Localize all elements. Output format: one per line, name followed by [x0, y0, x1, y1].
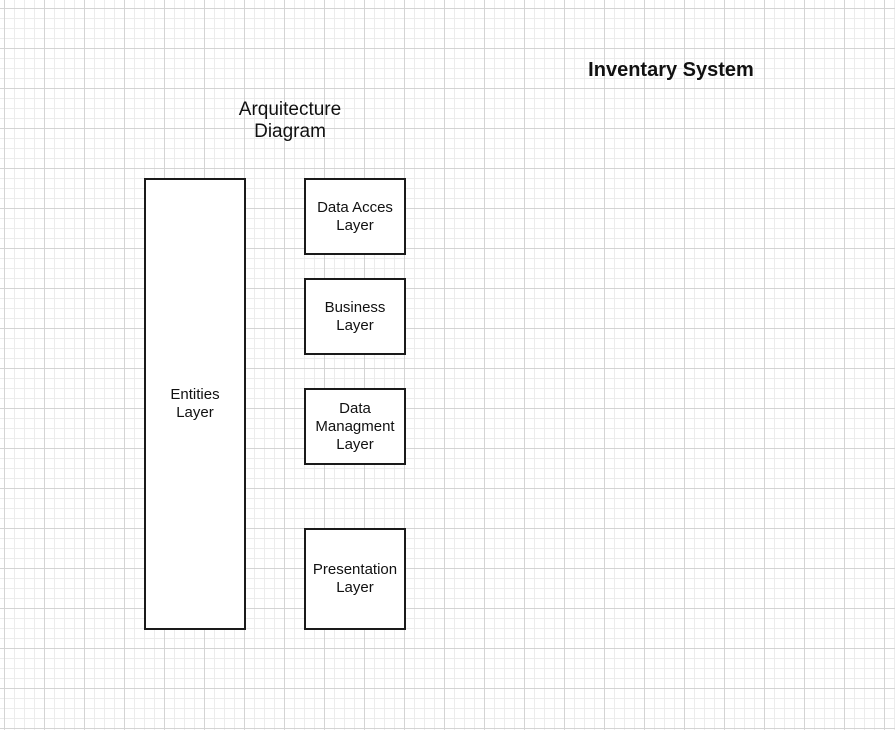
data-management-layer-label-line-1: Data — [339, 399, 371, 417]
entities-layer-box[interactable]: Entities Layer — [144, 178, 246, 630]
business-layer-label-line-2: Layer — [336, 316, 374, 334]
presentation-layer-label-line-2: Layer — [336, 579, 374, 596]
data-management-layer-label-line-2: Managment — [315, 417, 395, 435]
data-access-layer-label: Data Acces Layer — [317, 199, 393, 235]
caption-line-1: Arquitecture — [238, 99, 342, 120]
diagram-caption[interactable]: Arquitecture Diagram — [210, 99, 370, 143]
entities-layer-label: Entities Layer — [170, 386, 219, 422]
data-management-layer-label: Data Managment Layer — [315, 400, 394, 454]
data-access-layer-box[interactable]: Data Acces Layer — [304, 178, 406, 255]
presentation-layer-label-line-1: Presentation — [312, 561, 398, 578]
page-title[interactable]: Inventary System — [588, 59, 754, 81]
data-management-layer-label-line-3: Layer — [336, 435, 374, 453]
presentation-layer-label: Presentation Layer — [313, 561, 397, 597]
business-layer-label-line-1: Business — [324, 298, 386, 316]
data-access-layer-label-line-1: Data Acces — [317, 198, 393, 216]
data-access-layer-label-line-2: Layer — [336, 216, 374, 234]
caption-line-2: Diagram — [254, 121, 326, 142]
entities-layer-label-line-2: Layer — [176, 404, 214, 421]
entities-layer-label-line-1: Entities — [170, 386, 220, 403]
business-layer-label: Business Layer — [325, 299, 386, 335]
presentation-layer-box[interactable]: Presentation Layer — [304, 528, 406, 630]
business-layer-box[interactable]: Business Layer — [304, 278, 406, 355]
data-management-layer-box[interactable]: Data Managment Layer — [304, 388, 406, 465]
